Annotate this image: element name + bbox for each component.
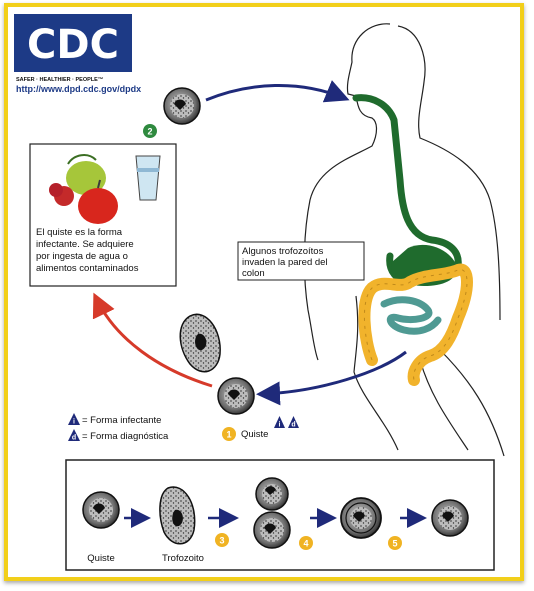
human-silhouette [303,23,505,457]
panel-trophozoite [159,486,196,545]
cdc-logo: CDC [14,14,132,72]
legend-diagnostic-icon [68,429,80,441]
cyst-top [163,87,201,125]
colon-note-box [237,241,365,281]
infection-text-4: alimentos contaminados [36,263,139,274]
panel-final-cyst [431,499,469,537]
infection-text-3: por ingesta de agua o [36,251,128,262]
infective-stage-icon: i [274,416,285,429]
svg-text:d: d [291,422,295,429]
ingestion-arrow [205,80,350,103]
svg-text:3: 3 [219,536,224,546]
logo-tagline: SAFER · HEALTHIER · PEOPLE™ [16,77,103,83]
panel-cyst-label: Quiste [87,553,114,564]
cyst-center [217,377,255,415]
digestive-tract [352,94,473,386]
trophozoite-middle [179,313,221,373]
infection-text-2: infectante. Se adquiere [36,239,134,250]
svg-text:d: d [72,435,76,442]
legend-infective-icon [68,413,80,425]
legend-diagnostic-label: = Forma diagnóstica [82,431,169,442]
source-url[interactable]: http://www.dpd.cdc.gov/dpdx [16,84,141,94]
stage-badge-1 [222,427,236,441]
svg-text:4: 4 [303,539,308,549]
water-glass-icon [135,155,161,201]
legend-infective-label: = Forma infectante [82,415,161,426]
stage-badge-5 [388,536,402,550]
infection-text-1: El quiste es la forma [36,227,123,238]
diagnostic-stage-icon: d [288,416,299,429]
stage-badge-3 [215,533,229,547]
svg-text:i: i [279,422,281,429]
panel-trophozoite-label: Trofozoito [162,553,204,564]
panel-mature-cyst [340,497,382,539]
stage-badge-2 [143,124,157,138]
transmission-arrow [92,292,213,388]
panel-cyst [82,491,120,529]
svg-text:1: 1 [226,430,231,440]
logo-text: CDC [27,22,119,68]
fruit-icon [49,154,118,224]
svg-text:5: 5 [392,539,397,549]
stage-badge-4 [299,536,313,550]
colon-haustra [363,269,468,381]
svg-text:2: 2 [147,127,152,137]
svg-text:i: i [73,419,75,426]
cyst-label: Quiste [241,429,268,440]
legend: i = Forma infectante d = Forma diagnósti… [68,413,169,442]
small-intestine [380,296,442,335]
excretion-arrow [256,350,407,406]
colon-note-1: Algunos trofozoítos [242,246,324,257]
large-intestine [358,263,473,386]
colon-note-3: colon [242,268,265,279]
panel-dividing-cyst [253,477,291,549]
colon-note-2: invaden la pared del [242,257,328,268]
